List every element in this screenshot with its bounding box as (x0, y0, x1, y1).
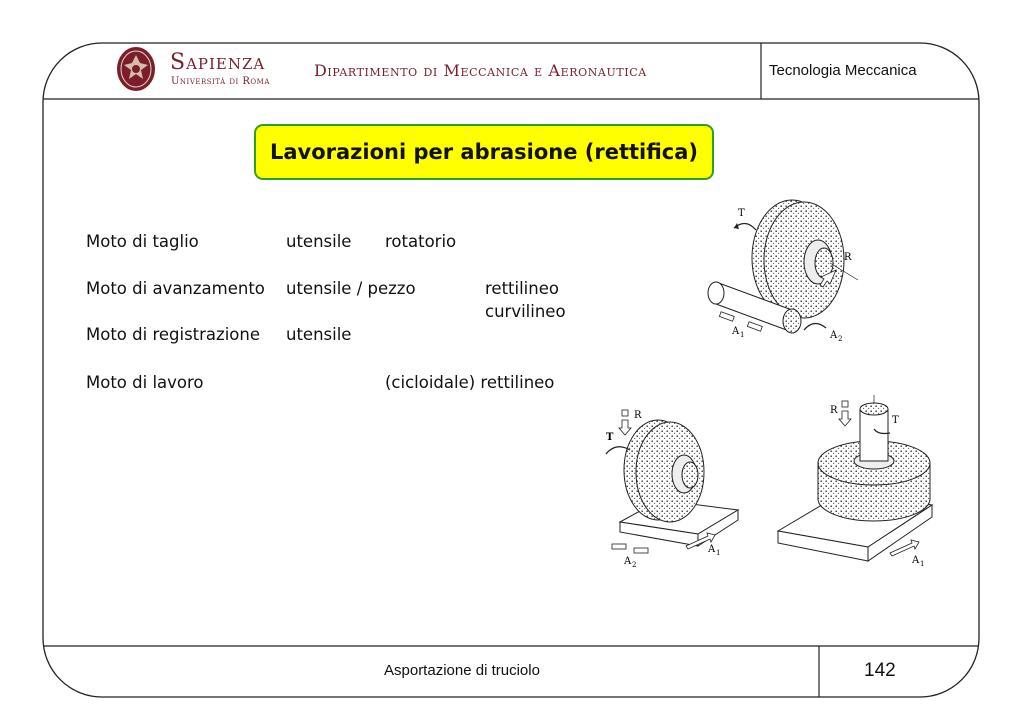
surface-grinding-face-figure: R T A 1 (776, 395, 934, 568)
fig1-label-A2: A (829, 330, 838, 341)
fig2-label-A2-sub: 2 (632, 561, 636, 569)
fig1-label-A1: A (731, 326, 740, 337)
surface-grinding-peripheral-figure: R T A 2 A 1 (605, 409, 740, 569)
department-name: Dipartimento di Meccanica e Aeronautica (314, 61, 647, 80)
fig2-label-T: T (606, 432, 614, 443)
row-taglio-col2: utensile (286, 232, 352, 251)
fig2-label-A2: A (623, 556, 632, 567)
footer-topic: Asportazione di truciolo (384, 662, 540, 679)
university-name: Sapienza (170, 50, 266, 75)
fig3-label-A1: A (911, 555, 920, 566)
row-avanzamento-col3b: curvilineo (485, 302, 566, 321)
row-avanzamento-label: Moto di avanzamento (86, 279, 265, 298)
fig1-label-R: R (844, 252, 852, 263)
fig3-label-A1-sub: 1 (920, 560, 924, 568)
fig1-label-T: T (738, 208, 745, 219)
fig3-label-R: R (830, 405, 838, 416)
fig2-label-A1: A (707, 544, 716, 555)
fig3-label-T: T (892, 415, 899, 426)
page-number: 142 (864, 660, 896, 681)
course-name: Tecnologia Meccanica (769, 62, 917, 79)
row-avanzamento-col3: rettilineo (485, 279, 559, 298)
row-taglio-label: Moto di taglio (86, 232, 199, 251)
row-lavoro-label: Moto di lavoro (86, 373, 204, 392)
fig1-label-A1-sub: 1 (740, 331, 744, 339)
slide-title-box: Lavorazioni per abrasione (rettifica) (254, 124, 714, 180)
slide-title: Lavorazioni per abrasione (rettifica) (269, 140, 699, 164)
fig2-label-R: R (634, 410, 642, 421)
fig2-label-A1-sub: 1 (716, 549, 720, 557)
row-avanzamento-col2: utensile / pezzo (286, 279, 416, 298)
fig1-label-A2-sub: 2 (838, 335, 842, 343)
row-registrazione-col2: utensile (286, 325, 352, 344)
slide-frame (42, 42, 980, 698)
row-registrazione-label: Moto di registrazione (86, 325, 260, 344)
cylindrical-grinding-figure: T R A 1 A 2 (707, 199, 859, 343)
row-taglio-col3: rotatorio (385, 232, 457, 251)
row-lavoro-col3: (cicloidale) rettilineo (385, 373, 555, 392)
sapienza-seal-icon (117, 47, 155, 91)
university-subtitle: Università di Roma (171, 76, 270, 87)
